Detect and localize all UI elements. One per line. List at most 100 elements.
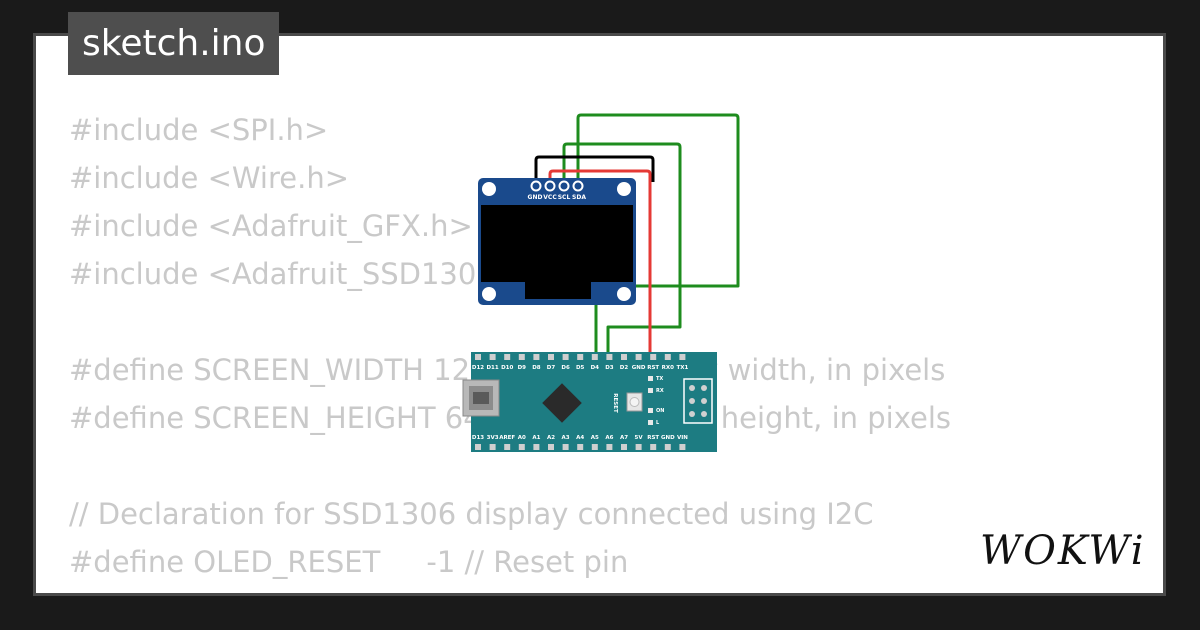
nano-bottom-header	[475, 444, 686, 450]
pin-label: D6	[561, 365, 570, 371]
wokwi-logo: WOKWi	[980, 528, 1144, 574]
pin-label: RST	[647, 435, 659, 441]
oled-pin-label: SDA	[572, 194, 586, 201]
mount-hole	[617, 182, 631, 196]
header-pin-aref[interactable]	[504, 444, 511, 450]
header-pin-tx1[interactable]	[679, 354, 686, 360]
header-pin-d9[interactable]	[518, 354, 525, 360]
wire-gnd[interactable]	[534, 155, 655, 186]
oled-pin-label: SCL	[558, 194, 571, 201]
header-pin-3v3[interactable]	[489, 444, 496, 450]
pin-label: D11	[486, 365, 498, 371]
oled-display-module[interactable]: GND VCC SCL SDA	[478, 178, 636, 305]
header-pin-rst[interactable]	[650, 444, 657, 450]
header-pin-a5[interactable]	[591, 444, 598, 450]
pin-gnd[interactable]	[530, 180, 542, 192]
nano-pcb	[471, 352, 717, 452]
pin-sda[interactable]	[572, 180, 584, 192]
pin-label: A1	[532, 435, 540, 441]
header-pin-a7[interactable]	[621, 444, 627, 450]
preview-card: #include <SPI.h>#include <Wire.h>#includ…	[33, 33, 1166, 596]
code-line: // Declaration for SSD1306 display conne…	[69, 497, 874, 531]
pin-label: A5	[591, 435, 599, 441]
icsp-header	[683, 378, 713, 424]
pin-label: D13	[472, 435, 484, 441]
header-pin-d12[interactable]	[475, 354, 481, 360]
pin-label: GND	[632, 365, 646, 371]
wire-vcc[interactable]	[548, 169, 652, 448]
pin-label: D10	[501, 365, 513, 371]
pin-label: A7	[620, 435, 628, 441]
wires	[534, 113, 740, 448]
pin-label: A4	[576, 435, 584, 441]
pin-label: D8	[532, 365, 541, 371]
pin-label: D2	[620, 365, 629, 371]
mount-hole	[482, 287, 496, 301]
wire-sda[interactable]	[576, 113, 740, 448]
oled-pin-label: GND	[528, 194, 543, 201]
pin-label: D12	[472, 365, 484, 371]
header-pin-d2[interactable]	[621, 354, 627, 360]
pin-label: TX1	[676, 365, 688, 371]
header-pin-a2[interactable]	[548, 444, 554, 450]
header-pin-d11[interactable]	[489, 354, 496, 360]
nano-top-header	[475, 354, 686, 360]
code-line: #include <Wire.h>	[69, 161, 350, 195]
header-pin-5v[interactable]	[635, 444, 642, 450]
header-pin-a3[interactable]	[562, 444, 569, 450]
header-pin-a6[interactable]	[606, 444, 613, 450]
header-pin-a0[interactable]	[518, 444, 525, 450]
usb-connector	[462, 379, 500, 417]
led-l-label: L	[656, 420, 660, 426]
pin-label: RX0	[662, 365, 674, 371]
oled-pin-headers	[530, 180, 584, 192]
header-pin-d7[interactable]	[548, 354, 554, 360]
pin-label: 5V	[635, 435, 644, 441]
header-pin-gnd[interactable]	[635, 354, 642, 360]
code-line: #define OLED_RESET -1 // Reset pin	[69, 545, 629, 579]
header-pin-a4[interactable]	[577, 444, 584, 450]
pin-label: D3	[605, 365, 614, 371]
pin-label: VIN	[677, 435, 688, 441]
led-tx-label: TX	[656, 376, 663, 382]
reset-label: RESET	[612, 393, 618, 413]
header-pin-gnd[interactable]	[664, 444, 671, 450]
pin-label: A6	[605, 435, 613, 441]
pin-label: AREF	[499, 435, 515, 441]
oled-ribbon	[525, 282, 591, 299]
header-pin-a1[interactable]	[533, 444, 540, 450]
led-rx-label: RX	[656, 388, 664, 394]
pin-label: D9	[518, 365, 527, 371]
pin-scl[interactable]	[558, 180, 570, 192]
microcontroller-chip	[542, 383, 582, 423]
file-tab[interactable]: sketch.ino	[68, 12, 280, 75]
header-pin-d8[interactable]	[533, 354, 540, 360]
header-pin-rst[interactable]	[650, 354, 657, 360]
oled-screen	[481, 205, 633, 282]
code-line: #include <Adafruit_GFX.h>	[69, 209, 473, 243]
pin-label: RST	[647, 365, 659, 371]
header-pin-d4[interactable]	[591, 354, 598, 360]
pin-label: GND	[661, 435, 675, 441]
oled-pin-label: VCC	[543, 194, 557, 201]
header-pin-d5[interactable]	[577, 354, 584, 360]
status-leds: TX RX ON L	[648, 376, 664, 426]
pin-label: D5	[576, 365, 585, 371]
mount-hole	[617, 287, 631, 301]
pin-label: D4	[591, 365, 600, 371]
pin-label: D7	[547, 365, 556, 371]
reset-button[interactable]	[626, 392, 643, 412]
header-pin-d3[interactable]	[606, 354, 613, 360]
pin-vcc[interactable]	[544, 180, 556, 192]
header-pin-d6[interactable]	[562, 354, 569, 360]
header-pin-vin[interactable]	[679, 444, 686, 450]
wire-scl[interactable]	[562, 142, 682, 448]
pin-label: A2	[547, 435, 555, 441]
header-pin-d13[interactable]	[475, 444, 481, 450]
pin-label: A3	[562, 435, 570, 441]
code-preview: #include <SPI.h>#include <Wire.h>#includ…	[69, 106, 951, 593]
header-pin-rx0[interactable]	[664, 354, 671, 360]
header-pin-d10[interactable]	[504, 354, 511, 360]
led-on-label: ON	[656, 408, 664, 414]
